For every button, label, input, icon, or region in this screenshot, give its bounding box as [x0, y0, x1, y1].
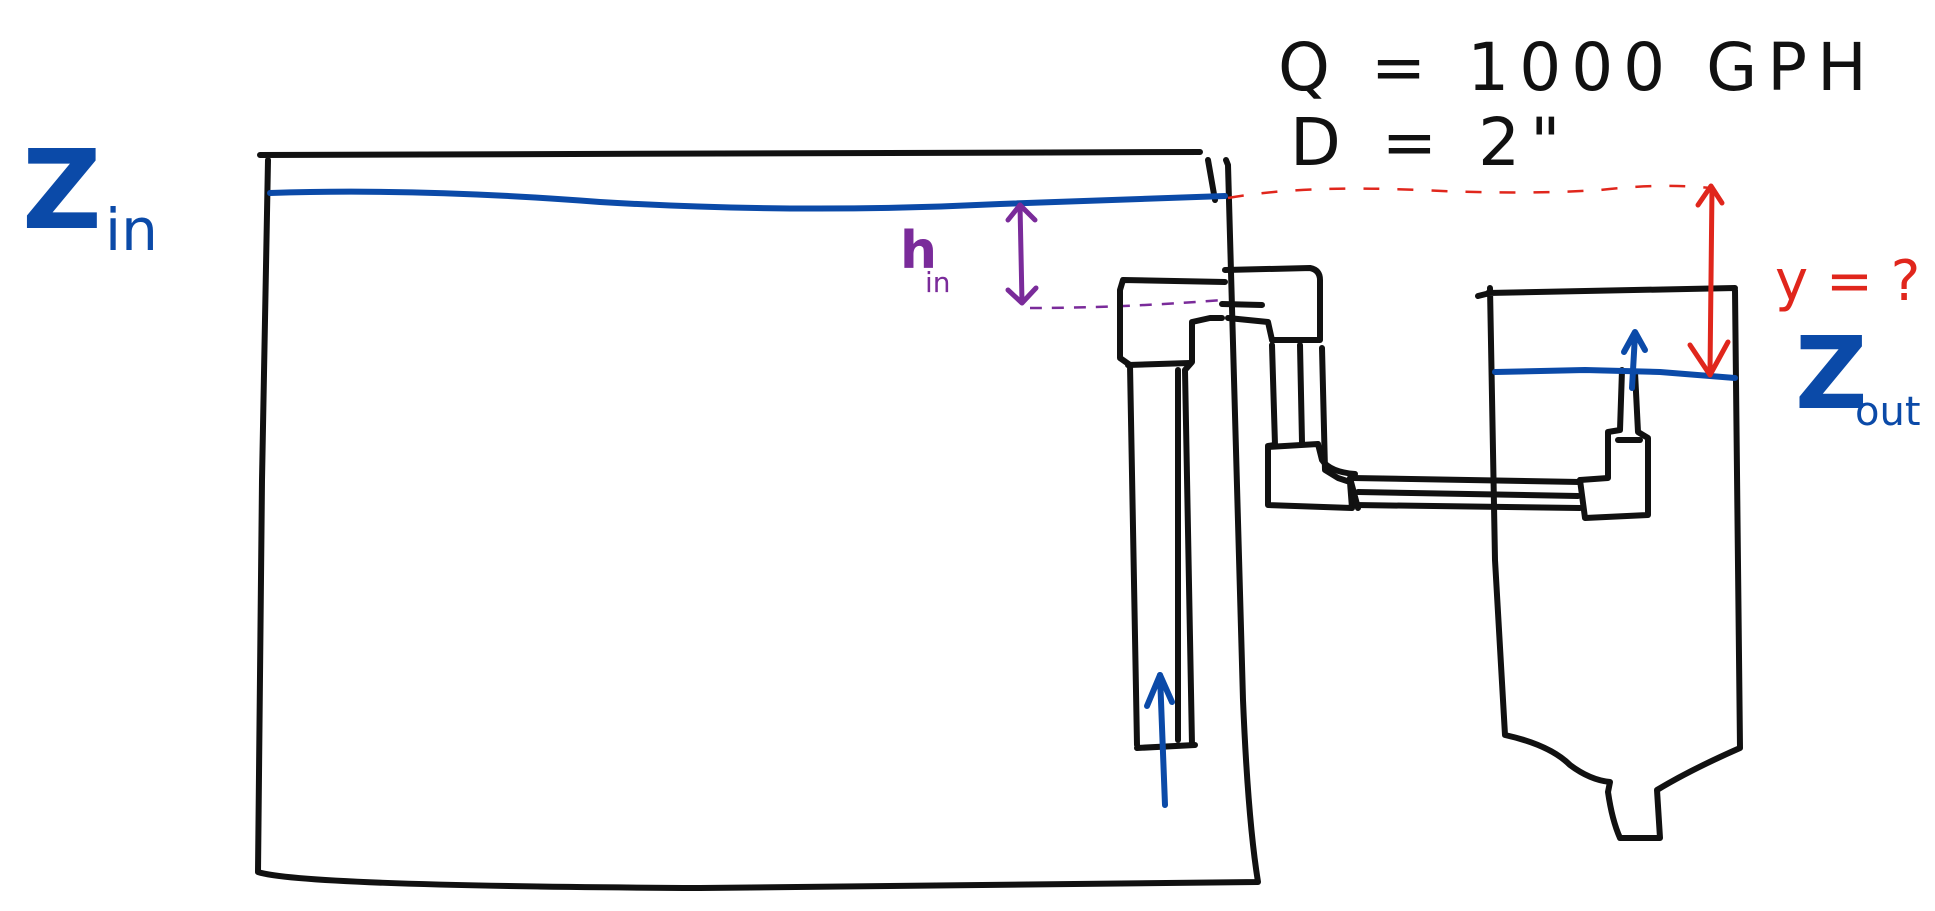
y-drop-marker: [1687, 183, 1731, 378]
z-in-symbol: Z: [22, 126, 102, 254]
h-in-marker: h in: [900, 202, 1223, 310]
z-in-water-level: [267, 188, 1228, 212]
z-in-subscript: in: [105, 196, 158, 264]
outlet-fitting: [1577, 367, 1651, 521]
z-out-symbol: Z: [1795, 315, 1868, 432]
h-in-subscript: in: [925, 266, 951, 299]
intake-flow-arrow: [1144, 672, 1175, 808]
h-in-symbol: h: [900, 221, 937, 281]
z-out-subscript: out: [1855, 389, 1921, 435]
z-out-label: Z out: [1795, 315, 1921, 435]
z-in-reference-line: [1227, 184, 1711, 200]
flow-rate-label: Q = 1000 GPH: [1278, 29, 1877, 106]
z-out-water-level: [1492, 367, 1738, 381]
outlet-flow-arrow: [1621, 329, 1648, 391]
y-unknown-label: y = ?: [1775, 249, 1920, 314]
sump-container: [1475, 285, 1743, 841]
pipe-diameter-label: D = 2": [1290, 104, 1570, 181]
intake-pipe: [1117, 265, 1323, 751]
main-tank: [255, 149, 1261, 891]
z-in-label: Z in: [22, 126, 158, 264]
connecting-pipe: [1265, 342, 1583, 511]
